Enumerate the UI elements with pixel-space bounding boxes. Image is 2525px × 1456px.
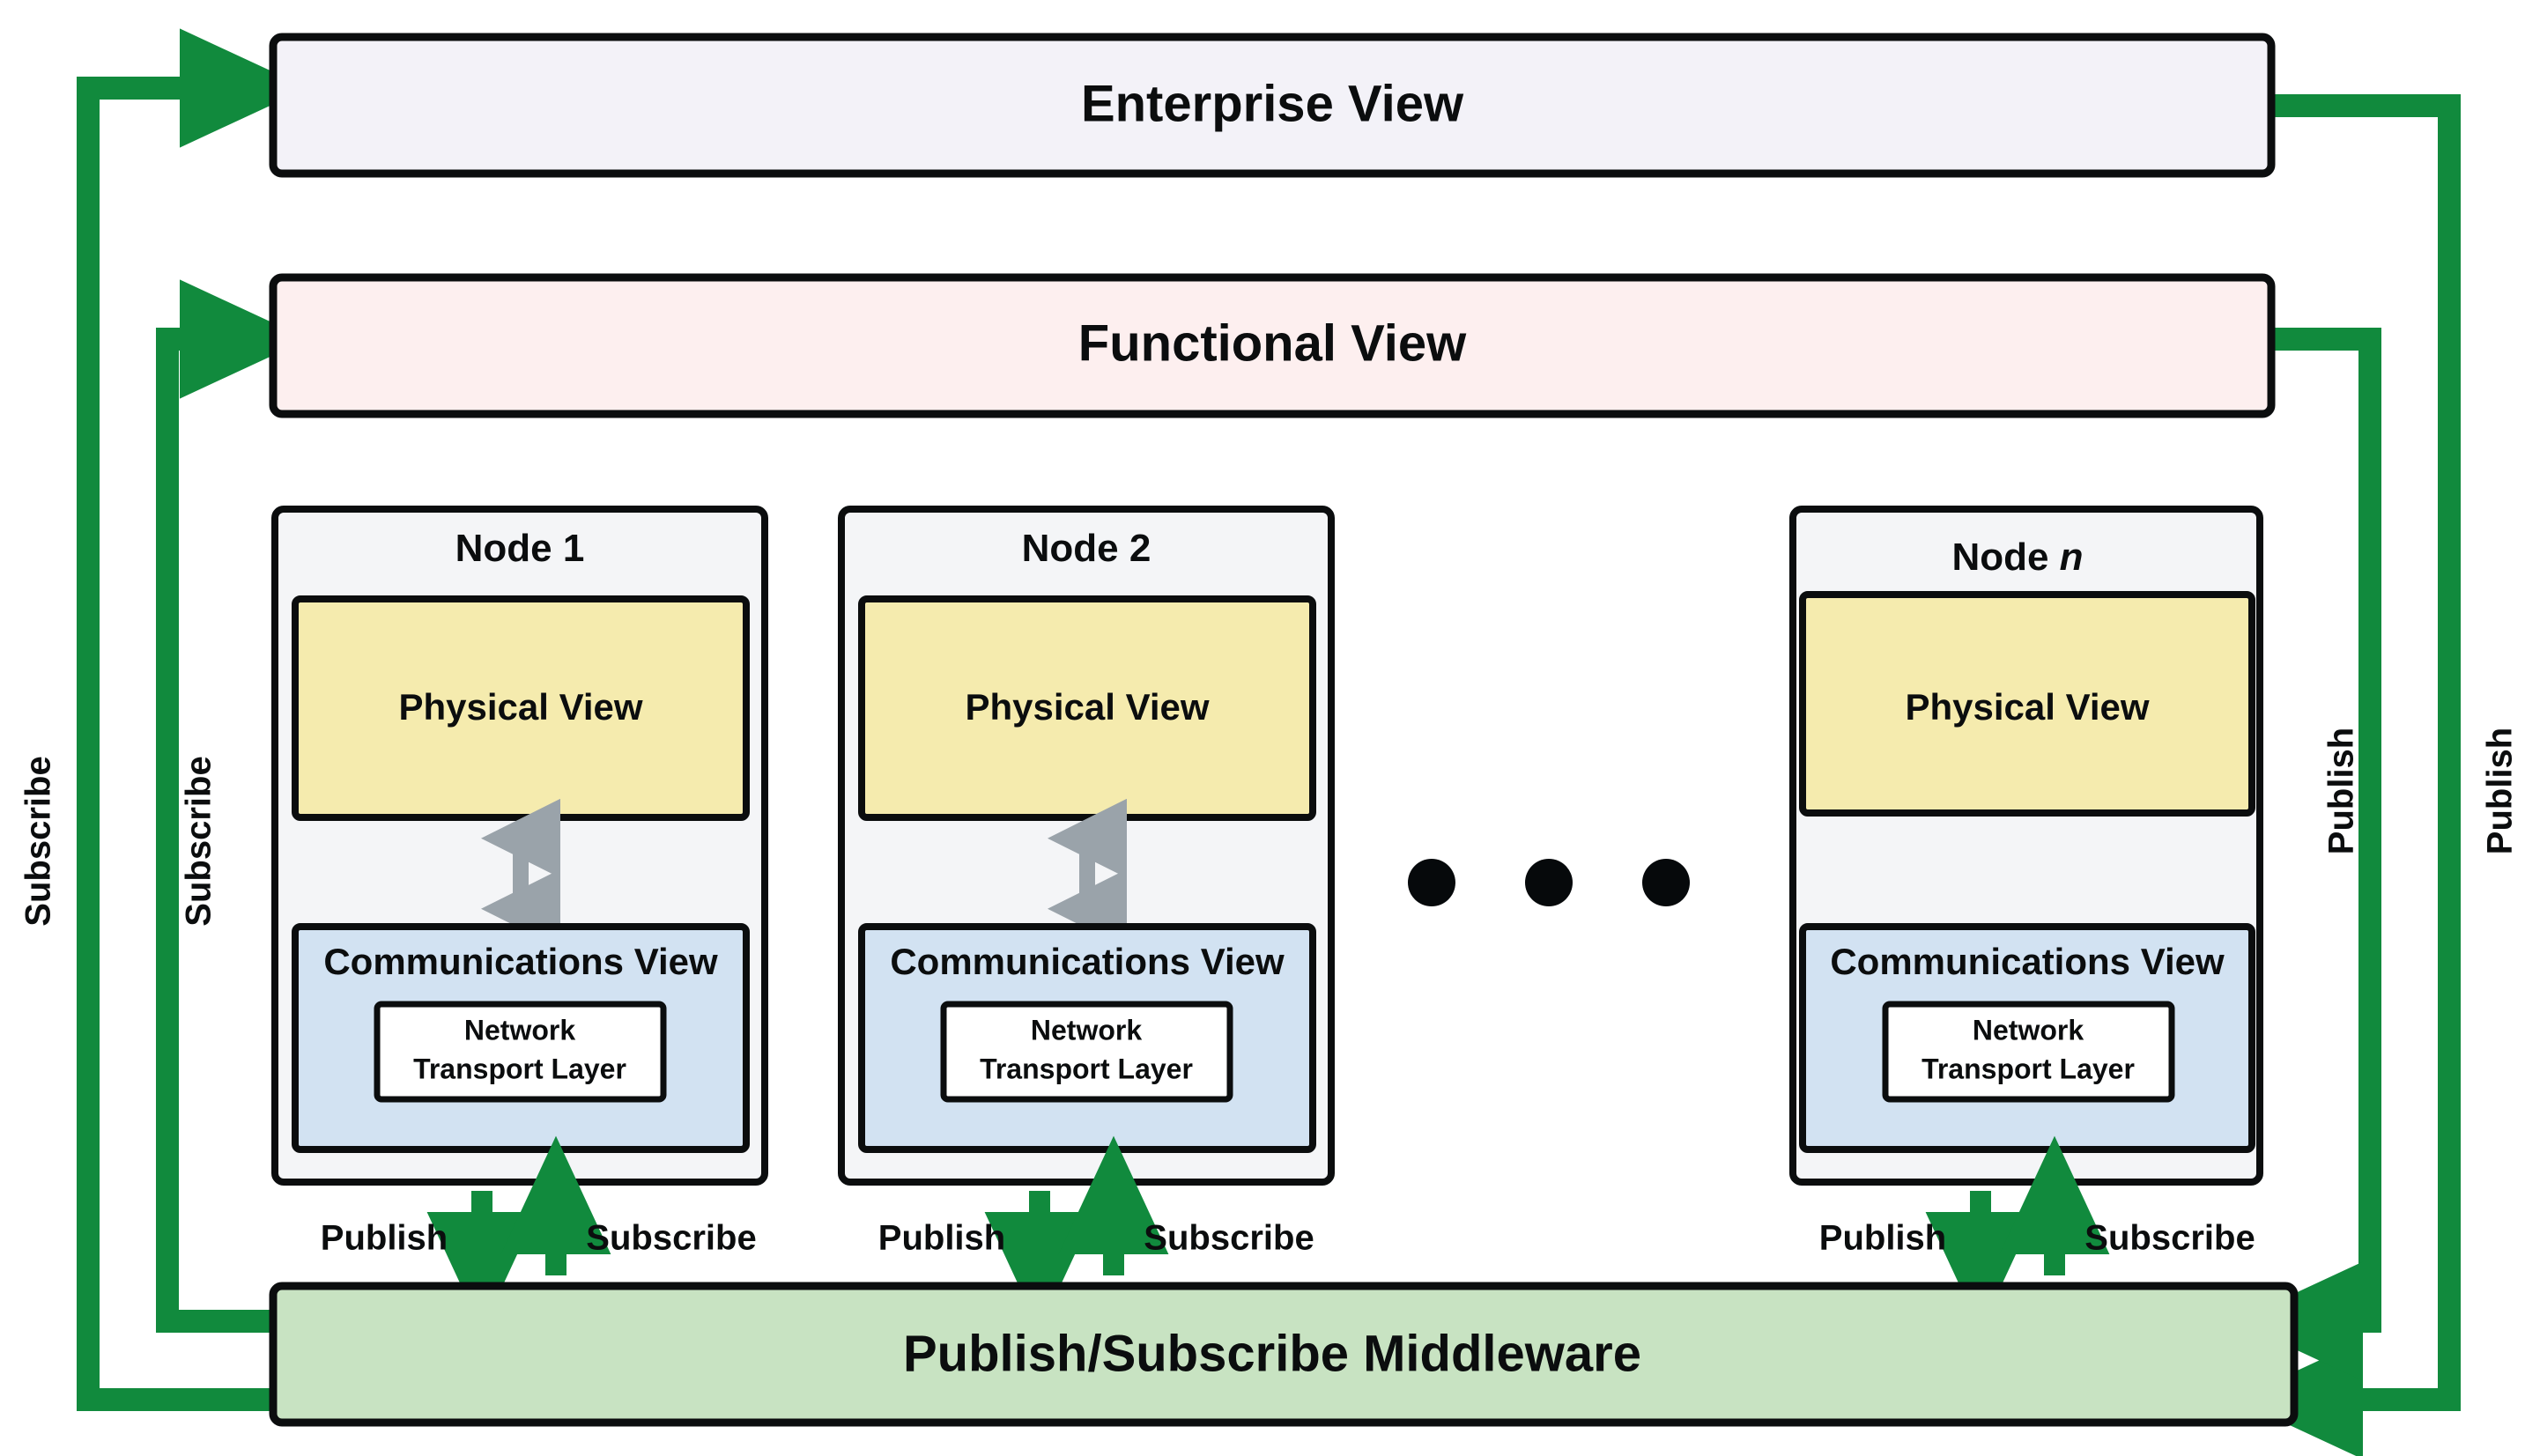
publish-feedback-routes	[2234, 94, 2461, 1456]
node-n-subscribe-label: Subscribe	[2084, 1219, 2255, 1258]
node-2-network-label-line2: Transport Layer	[980, 1053, 1193, 1084]
node-n-title: Node n	[1951, 536, 2083, 579]
node-n-network-label-line1: Network	[1973, 1014, 2084, 1046]
ellipsis-dot-2	[1525, 859, 1573, 906]
node-n-title-prefix: Node	[1951, 536, 2059, 579]
node-1-subscribe-label: Subscribe	[586, 1219, 756, 1258]
node-n-title-suffix: n	[2060, 536, 2084, 579]
node-2-pubsub-arrows	[984, 1135, 1169, 1331]
more-nodes-ellipsis	[1408, 859, 1690, 906]
node-2-publish-label: Publish	[878, 1219, 1005, 1258]
node-1-communications-view-label: Communications View	[323, 941, 718, 982]
subscribe-route-functional	[156, 279, 308, 1333]
node-1-physical-view-label: Physical View	[398, 686, 642, 728]
node-2-subscribe-label: Subscribe	[1144, 1219, 1314, 1258]
node-1-title-prefix: Node	[455, 527, 563, 570]
publish-subscribe-middleware-box[interactable]: Publish/Subscribe Middleware	[269, 1282, 2299, 1427]
node-1-publish-label: Publish	[321, 1219, 448, 1258]
node-1-container[interactable]: Node 1 Physical View Communications View…	[271, 506, 768, 1186]
publish-route-functional	[2234, 328, 2381, 1381]
ellipsis-dot-3	[1642, 859, 1690, 906]
node-n-publish-label: Publish	[1819, 1219, 1946, 1258]
node-2-network-transport-layer-box[interactable]	[940, 1001, 1233, 1103]
node-2-container[interactable]: Node 2 Physical View Communications View…	[838, 506, 1335, 1186]
node-n-communications-view-label: Communications View	[1830, 941, 2225, 982]
right-inner-publish-label: Publish	[2322, 728, 2361, 854]
node-2-physical-view-label: Physical View	[965, 686, 1209, 728]
node-2-title-suffix: 2	[1129, 527, 1151, 570]
node-n-physical-view-box[interactable]	[1799, 591, 2255, 817]
functional-view-box[interactable]: Functional View	[269, 273, 2276, 418]
node-2-title: Node 2	[1022, 527, 1151, 570]
enterprise-view-box[interactable]: Enterprise View	[269, 33, 2276, 178]
node-1-network-transport-layer-box[interactable]	[374, 1001, 667, 1103]
publish-route-enterprise	[2234, 94, 2461, 1456]
node-1-title: Node 1	[455, 527, 585, 570]
enterprise-view-label: Enterprise View	[1081, 75, 1464, 132]
node-1-network-label-line1: Network	[464, 1014, 575, 1046]
node-n-pubsub-arrows	[1925, 1135, 2110, 1331]
middleware-label: Publish/Subscribe Middleware	[903, 1325, 1641, 1382]
node-2-title-prefix: Node	[1022, 527, 1129, 570]
right-outer-publish-label: Publish	[2481, 728, 2520, 854]
left-inner-subscribe-label: Subscribe	[180, 756, 218, 926]
node-n-physical-view-label: Physical View	[1905, 686, 2149, 728]
node-2-communications-view-label: Communications View	[890, 941, 1285, 982]
left-outer-subscribe-label: Subscribe	[19, 756, 58, 926]
node-2-network-label-line1: Network	[1031, 1014, 1142, 1046]
node-n-network-label-line2: Transport Layer	[1922, 1053, 2135, 1084]
subscribe-feedback-routes	[77, 28, 308, 1411]
node-n-network-transport-layer-box[interactable]	[1882, 1001, 2175, 1103]
node-1-title-suffix: 1	[563, 527, 584, 570]
subscribe-route-enterprise	[77, 28, 308, 1411]
ellipsis-dot-1	[1408, 859, 1455, 906]
node-1-network-label-line2: Transport Layer	[413, 1053, 626, 1084]
node-n-container[interactable]: Node n Physical View Communications View…	[1789, 506, 2263, 1186]
functional-view-label: Functional View	[1078, 314, 1467, 372]
node-1-pubsub-arrows	[426, 1135, 611, 1331]
